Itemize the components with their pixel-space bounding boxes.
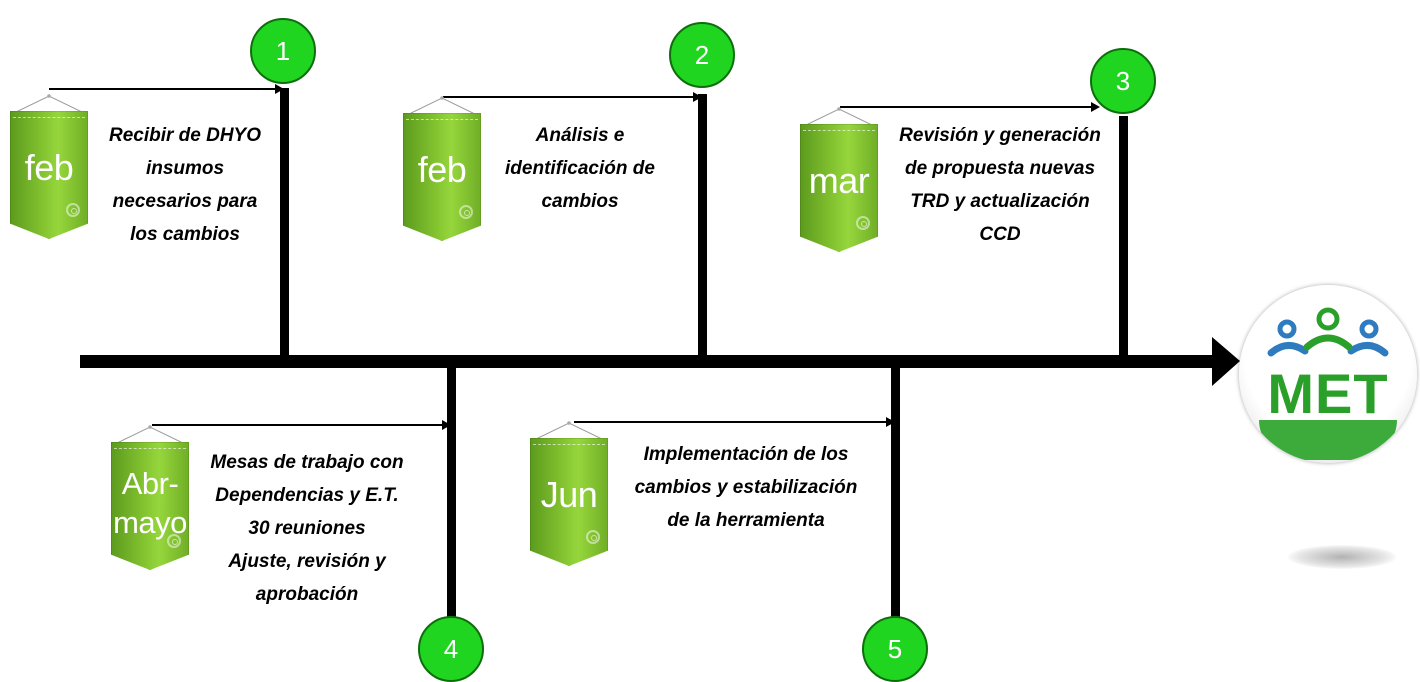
step-2-number: 2 xyxy=(669,22,735,88)
step-1-month-banner: feb xyxy=(10,94,88,239)
step-5-caption: Implementación de los cambios y estabili… xyxy=(628,438,864,537)
step-3-connector xyxy=(840,102,1100,112)
step-3-caption-line: CCD xyxy=(979,224,1021,245)
step-2-month-banner: feb xyxy=(403,96,481,241)
step-4-post xyxy=(447,366,456,651)
step-2-caption-line: Análisis e xyxy=(535,125,625,146)
step-2-caption: Análisis e identificación de cambios xyxy=(480,119,680,218)
banner-hanger xyxy=(11,94,87,114)
step-2-caption-line: identificación de xyxy=(505,158,655,179)
step-4-caption-line: 30 reuniones xyxy=(248,518,366,539)
step-1-caption-line: los cambios xyxy=(130,224,240,245)
banner-hanger xyxy=(404,96,480,116)
step-3-caption-line: TRD y actualización xyxy=(910,191,1090,212)
step-4-month-line-1: Abr- xyxy=(121,466,179,501)
step-5-connector xyxy=(574,417,895,427)
spiral-icon xyxy=(459,205,473,219)
step-3-caption-line: de propuesta nuevas xyxy=(904,158,1096,179)
step-5-caption-line: de la herramienta xyxy=(667,510,825,531)
step-4-caption-line: Mesas de trabajo con xyxy=(210,452,404,473)
step-5-number: 5 xyxy=(862,616,928,682)
logo-shadow xyxy=(1288,545,1396,569)
step-3-number: 3 xyxy=(1090,48,1156,114)
step-4-caption-line: Ajuste, revisión y xyxy=(228,551,386,572)
spiral-icon xyxy=(856,216,870,230)
step-1-number: 1 xyxy=(250,18,316,84)
step-3-month: mar xyxy=(808,160,870,201)
step-3-caption-line: Revisión y generación xyxy=(899,125,1101,146)
logo-base xyxy=(1259,420,1397,460)
banner-hanger xyxy=(801,107,877,127)
logo-text: MET xyxy=(1267,362,1389,425)
step-1-connector xyxy=(49,84,284,94)
spiral-icon xyxy=(586,530,600,544)
step-2-caption-line: cambios xyxy=(541,191,619,212)
step-4-caption: Mesas de trabajo con Dependencias y E.T.… xyxy=(196,446,418,611)
step-4-connector xyxy=(152,420,451,430)
step-4-caption-line: aprobación xyxy=(255,584,359,605)
step-1-post xyxy=(280,88,289,356)
step-4-month: Abr- mayo xyxy=(111,464,189,542)
step-5-month: Jun xyxy=(540,474,598,515)
spiral-icon xyxy=(66,203,80,217)
step-2-month: feb xyxy=(417,149,467,190)
step-5-caption-line: Implementación de los xyxy=(643,444,849,465)
step-4-number: 4 xyxy=(418,616,484,682)
step-1-caption: Recibir de DHYO insumos necesarios para … xyxy=(95,119,275,251)
step-5-caption-line: cambios y estabilización xyxy=(634,477,858,498)
spiral-icon xyxy=(167,534,181,548)
step-3-month-banner: mar xyxy=(800,107,878,252)
step-4-month-banner: Abr- mayo xyxy=(111,425,189,570)
banner-hanger xyxy=(531,421,607,441)
met-logo: MET xyxy=(1239,285,1417,463)
step-4-caption-line: Dependencias y E.T. xyxy=(215,485,399,506)
logo-circle: MET xyxy=(1239,285,1417,463)
step-1-caption-line: Recibir de DHYO xyxy=(108,125,262,146)
step-2-post xyxy=(698,94,707,356)
three-people-icon xyxy=(1267,307,1389,357)
step-1-caption-line: insumos xyxy=(145,158,225,179)
step-5-post xyxy=(891,366,900,651)
axis-arrowhead xyxy=(1212,337,1240,386)
step-3-post xyxy=(1119,116,1128,356)
step-1-month: feb xyxy=(24,147,74,188)
step-1-caption-line: necesarios para xyxy=(112,191,258,212)
banner-hanger xyxy=(112,425,188,445)
step-2-connector xyxy=(443,92,702,102)
step-5-month-banner: Jun xyxy=(530,421,608,566)
step-3-caption: Revisión y generación de propuesta nueva… xyxy=(888,119,1112,251)
